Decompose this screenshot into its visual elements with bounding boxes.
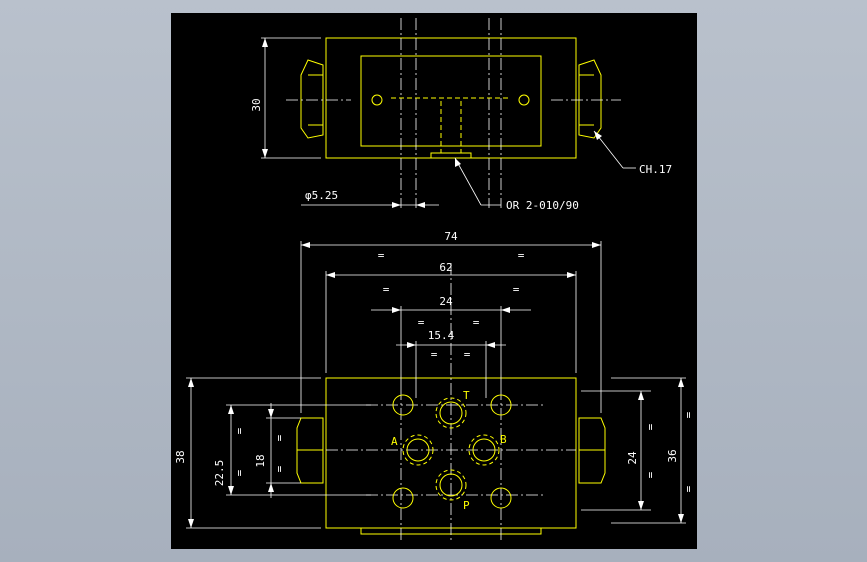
top-bolt-hole-right: [518, 94, 530, 106]
dim-width-24: 24: [439, 295, 453, 308]
dim-height-18: 18: [254, 454, 267, 467]
dim-hole-diameter: φ5.25: [305, 189, 338, 202]
dim-height-30: 30: [250, 98, 263, 111]
svg-text:=: =: [464, 348, 471, 361]
right-hex-nut: [578, 59, 602, 139]
bolt-hole-tr: [490, 394, 512, 416]
port-label-t: T: [463, 389, 470, 402]
svg-text:=: =: [644, 423, 657, 430]
oring-note: OR 2-010/90: [506, 199, 579, 212]
svg-text:=: =: [682, 411, 695, 418]
svg-text:=: =: [273, 465, 286, 472]
cad-viewport[interactable]: 30 φ5.25 OR 2-010/90 CH.17: [171, 13, 697, 549]
port-label-a: A: [391, 435, 398, 448]
technical-drawing: 30 φ5.25 OR 2-010/90 CH.17: [174, 18, 695, 543]
svg-text:=: =: [383, 283, 390, 296]
hex-size-note: CH.17: [639, 163, 672, 176]
svg-text:=: =: [273, 434, 286, 441]
svg-text:=: =: [233, 427, 246, 434]
dim-width-74: 74: [444, 230, 458, 243]
left-hex-nut: [300, 59, 324, 139]
port-a: [406, 438, 430, 462]
port-label-b: B: [500, 433, 507, 446]
dim-height-36: 36: [666, 449, 679, 462]
top-bolt-hole-left: [371, 94, 383, 106]
svg-text:=: =: [644, 471, 657, 478]
dim-height-38: 38: [174, 450, 187, 463]
svg-text:=: =: [378, 249, 385, 262]
oring-groove: [430, 152, 472, 159]
front-right-nut: [578, 417, 606, 484]
svg-text:=: =: [473, 316, 480, 329]
port-t: [439, 401, 463, 425]
svg-text:=: =: [513, 283, 520, 296]
dim-width-62: 62: [439, 261, 452, 274]
dim-width-15-4: 15.4: [428, 329, 455, 342]
svg-text:=: =: [518, 249, 525, 262]
dim-height-24: 24: [626, 451, 639, 465]
port-b: [472, 438, 496, 462]
front-view: T A B P 74 = = 62 = = 24 = = 15.4 = =: [174, 230, 695, 543]
bolt-hole-br: [490, 487, 512, 509]
bolt-hole-bl: [392, 487, 414, 509]
svg-text:=: =: [418, 316, 425, 329]
svg-text:=: =: [682, 485, 695, 492]
top-inner-plate: [360, 55, 542, 147]
svg-text:=: =: [233, 469, 246, 476]
port-p: [439, 473, 463, 497]
dim-height-22-5: 22.5: [213, 460, 226, 487]
top-view: 30 φ5.25 OR 2-010/90 CH.17: [250, 18, 672, 212]
svg-text:=: =: [431, 348, 438, 361]
port-label-p: P: [463, 499, 470, 512]
bolt-hole-tl: [392, 394, 414, 416]
